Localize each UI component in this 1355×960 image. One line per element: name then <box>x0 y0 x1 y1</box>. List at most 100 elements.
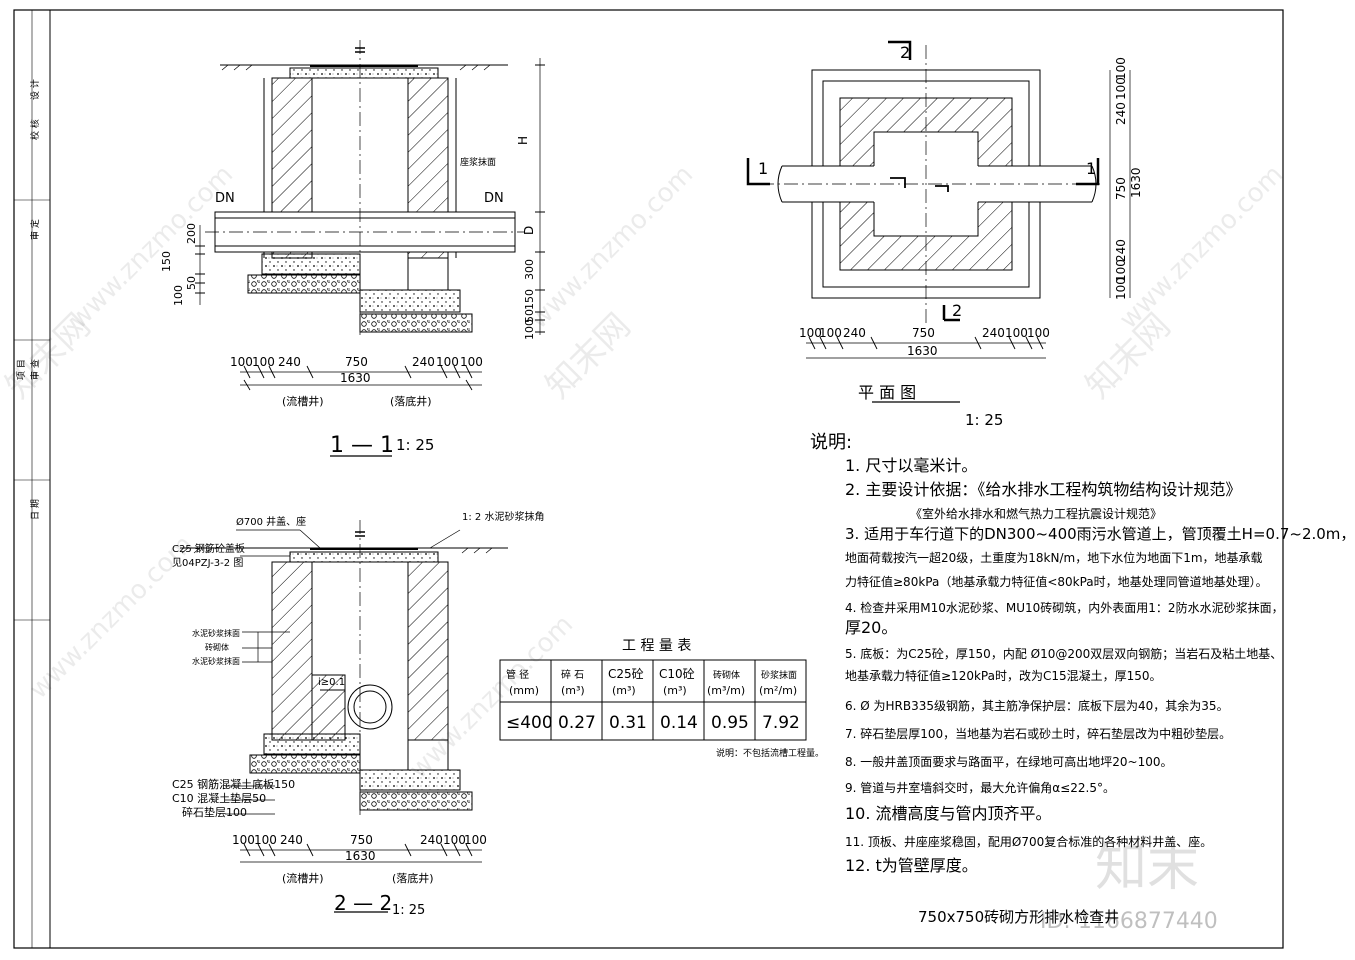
section-2-dim: 100 <box>464 833 487 847</box>
title-block-cell: 校 核 <box>29 119 41 140</box>
plan-right-total: 1630 <box>1129 167 1143 198</box>
plan-right-dim: 240 <box>1114 239 1128 262</box>
section-1-title: 1 — 1 <box>330 433 394 458</box>
plan-right-dim: 750 <box>1114 177 1128 200</box>
section-1-pipe-label-left: DN <box>215 191 235 206</box>
section-1-vert-right-dim: 50 <box>523 309 536 323</box>
plan-bottom-dim: 240 <box>843 326 866 340</box>
plan-bottom-dim: 100 <box>819 326 842 340</box>
plan-mark-2-top: 2 <box>900 43 910 62</box>
plan-mark-1-right: 1 <box>1086 159 1096 178</box>
section-2-dim: 100 <box>443 833 466 847</box>
table-cell: 0.95 <box>711 713 749 733</box>
section-2-base-label: C25 钢筋混凝土底板150 <box>172 777 295 791</box>
title-block-cell: 项 目 <box>16 359 27 380</box>
table-cell: ≤400 <box>506 713 553 733</box>
title-block-cell: 审 定 <box>29 219 41 240</box>
table-header-unit: (m³/m) <box>707 684 745 697</box>
section-1-dim: 100 <box>460 355 483 369</box>
section-2-slab-label-2: 见04PZJ-3-2 图 <box>172 557 243 569</box>
table-cell: 7.92 <box>762 713 800 733</box>
watermark-url: www.znzmo.com <box>64 160 239 335</box>
section-1-mortar-label: 座浆抹面 <box>460 156 496 168</box>
quantity-table-footnote: 说明：不包括流槽工程量。 <box>716 747 824 759</box>
section-1-height-D: D <box>522 226 536 235</box>
note-line: 3. 适用于车行道下的DN300~400雨污水管道上，管顶覆土H=0.7~2.0… <box>845 525 1355 543</box>
plan-bottom-dim: 240 <box>982 326 1005 340</box>
note-line: 10. 流槽高度与管内顶齐平。 <box>845 804 1052 823</box>
plan-drawing <box>746 40 1131 403</box>
note-line: 4. 检查井采用M10水泥砂浆、MU10砖砌筑，内外表面用1：2防水水泥砂浆抹面… <box>845 601 1284 615</box>
note-line: 7. 碎石垫层厚100，当地基为岩石或砂土时，碎石垫层改为中粗砂垫层。 <box>845 727 1232 741</box>
table-header-unit: (m³) <box>663 684 687 697</box>
table-header: C10砼 <box>659 667 695 681</box>
plan-scale: 1: 25 <box>965 411 1003 429</box>
note-line: 力特征值≥80kPa（地基承载力特征值<80kPa时，地基处理同管道地基处理）。 <box>845 575 1268 589</box>
section-1-left-caption: (流槽井) <box>282 394 324 408</box>
table-header-unit: (m²/m) <box>759 684 797 697</box>
section-1-1-drawing <box>195 40 545 457</box>
section-1-vert-right-dim: 100 <box>523 319 536 340</box>
title-block-cell: 设 计 <box>29 79 41 100</box>
plan-mark-2-bottom: 2 <box>952 301 962 320</box>
section-2-mortar-label: 1: 2 水泥砂浆抹角 <box>462 510 544 523</box>
section-1-vert-left-dim: 150 <box>160 251 173 272</box>
section-1-dim: 240 <box>278 355 301 369</box>
section-2-2-drawing <box>180 520 508 913</box>
note-line: 6. Ø 为HRB335级钢筋，其主筋净保护层：底板下层为40，其余为35。 <box>845 699 1229 713</box>
section-2-slope-label: i≥0.1 <box>318 677 345 688</box>
watermark-layer: www.znzmo.com www.znzmo.com www.znzmo.co… <box>0 160 1289 785</box>
table-header: 管 径 <box>506 668 529 681</box>
plan-bottom-total: 1630 <box>907 344 938 358</box>
note-line: 厚20。 <box>845 618 898 637</box>
section-1-dim: 750 <box>345 355 368 369</box>
section-1-pipe-label-right: DN <box>484 191 504 206</box>
section-2-dim: 750 <box>350 833 373 847</box>
note-line: 8. 一般井盖顶面要求与路面平，在绿地可高出地坪20~100。 <box>845 755 1173 769</box>
watermark-brand: 知末网 <box>0 306 98 406</box>
table-header: C25砼 <box>608 667 644 681</box>
section-2-dim: 100 <box>232 833 255 847</box>
note-line: 2. 主要设计依据：《给水排水工程构筑物结构设计规范》 <box>845 480 1242 499</box>
section-2-right-caption: (落底井) <box>392 871 434 885</box>
section-1-vert-right-dim: 300 <box>523 259 536 280</box>
section-1-dim: 100 <box>436 355 459 369</box>
note-line: 5. 底板：为C25砼，厚150，内配 Ø10@200双层双向钢筋；当岩石及粘土… <box>845 647 1283 661</box>
note-line: 《室外给水排水和燃气热力工程抗震设计规范》 <box>910 507 1163 521</box>
section-2-wall-label: 砖砌体 <box>205 642 229 652</box>
plan-right-dim: 100 <box>1114 77 1128 100</box>
plan-right-dim: 100 <box>1114 57 1128 80</box>
drawing-title: 750x750砖砌方形排水检查井 <box>918 908 1119 926</box>
section-2-dim: 100 <box>254 833 277 847</box>
section-2-wall-label: 水泥砂浆抹面 <box>192 656 240 666</box>
section-2-left-caption: (流槽井) <box>282 871 324 885</box>
table-cell: 0.14 <box>660 713 698 733</box>
plan-right-dim: 100 <box>1114 277 1128 300</box>
table-cell: 0.27 <box>558 713 596 733</box>
section-1-dim: 100 <box>252 355 275 369</box>
table-header: 砂浆抹面 <box>761 669 797 681</box>
title-block-cell: 日 期 <box>30 499 41 520</box>
table-header: 碎 石 <box>561 668 584 681</box>
watermark-logo: 知末 <box>1095 838 1199 898</box>
section-1-right-caption: (落底井) <box>390 394 432 408</box>
table-cell: 0.31 <box>609 713 647 733</box>
sheet-border <box>13 9 1284 949</box>
plan-bottom-dim: 100 <box>1027 326 1050 340</box>
note-line: 地基承载力特征值≥120kPa时，改为C15混凝土，厚150。 <box>845 669 1162 683</box>
section-2-slab-label-1: C25 钢筋砼盖板 <box>172 542 245 555</box>
section-1-scale: 1: 25 <box>396 436 434 454</box>
note-line: 12. t为管壁厚度。 <box>845 856 978 875</box>
title-block <box>14 199 50 621</box>
section-2-cover-label: Ø700 井盖、座 <box>236 515 306 528</box>
section-2-scale: 1: 25 <box>392 903 425 918</box>
table-header: 砖砌体 <box>713 669 740 681</box>
plan-bottom-dim: 100 <box>799 326 822 340</box>
plan-mark-1-left: 1 <box>758 159 768 178</box>
watermark-id: ID: 1166877440 <box>1040 909 1218 934</box>
note-line: 11. 顶板、井座座浆稳固，配用Ø700复合标准的各种材料井盖、座。 <box>845 835 1213 849</box>
section-2-dim: 240 <box>280 833 303 847</box>
section-1-dim: 240 <box>412 355 435 369</box>
section-2-total: 1630 <box>345 849 376 863</box>
plan-right-dim: 100 <box>1114 259 1128 282</box>
